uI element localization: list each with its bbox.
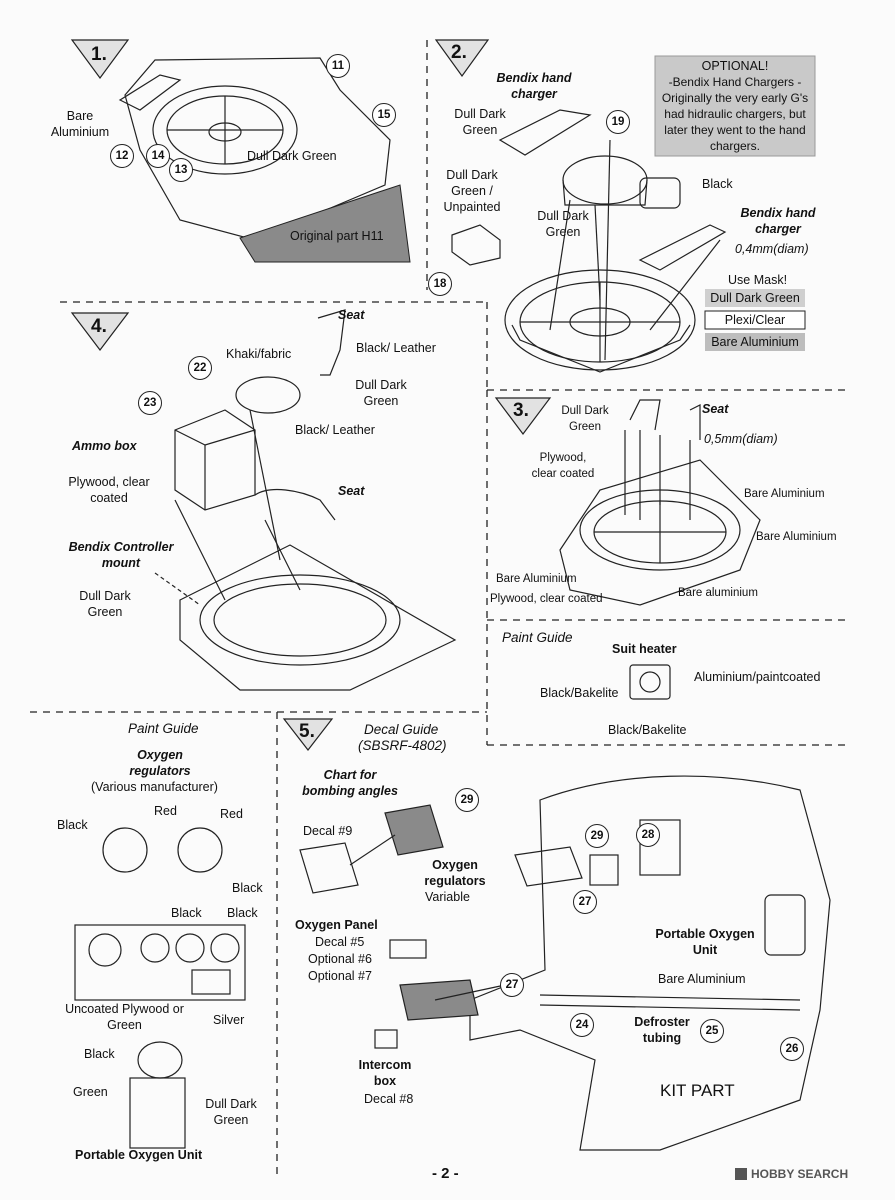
paint-guide-title-oxygen: Paint Guide [128,721,199,736]
callout-25: 25 [700,1019,724,1043]
label-black-leather-1: Black/ Leather [356,341,436,355]
label-oxygen-regulators-5: Oxygen regulators [424,858,486,888]
step-number-5: 5. [299,721,315,742]
callout-23: 23 [138,391,162,415]
label-aluminium-paintcoated: Aluminium/paintcoated [694,670,821,684]
label-seat-2: Seat [338,484,365,498]
optional-title: OPTIONAL! [701,59,769,73]
callout-27b: 27 [500,973,524,997]
label-bare-aluminium-3b: Bare Aluminium [756,531,837,543]
label-decal-ref: (SBSRF-4802) [358,738,447,753]
label-khaki-fabric: Khaki/fabric [226,347,292,361]
label-variable: Variable [425,890,470,904]
label-portable-oxygen-unit-5: Portable Oxygen Unit [655,927,755,957]
label-green: Green [73,1085,108,1099]
label-suit-heater: Suit heater [612,642,677,656]
label-bare-aluminium-3c: Bare Aluminium [496,573,577,585]
step-number-1: 1. [91,44,107,65]
label-dull-dark-green-unpainted: Dull Dark Green / Unpainted [443,168,501,214]
callout-29a: 29 [455,788,479,812]
step-number-4: 4. [91,316,107,337]
callout-15: 15 [372,103,396,127]
label-bare-aluminium: Bare Aluminium [50,109,110,139]
label-decal-5: Decal #5 [315,935,365,949]
label-black-ox-1: Black [57,818,88,832]
label-original-part: Original part H11 [290,229,384,243]
label-dull-dark-green-3: Dull Dark Green [561,405,609,433]
label-plywood-clear-coated-3b: Plywood, clear coated [490,593,603,605]
callout-14: 14 [146,144,170,168]
label-use-mask: Use Mask! [728,273,788,287]
label-bare-aluminium-3a: Bare Aluminium [744,488,825,500]
callout-18: 18 [428,272,452,296]
callout-28: 28 [636,823,660,847]
label-dull-dark-green-ox: Dull Dark Green [205,1097,257,1127]
label-oxygen-panel: Oxygen Panel [295,918,378,932]
label-dull-dark-green: Dull Dark Green [247,149,337,163]
paint-guide-title-suit: Paint Guide [502,630,573,645]
label-oxygen-regulators: Oxygen regulators [129,748,191,778]
label-portable-oxygen-unit: Portable Oxygen Unit [75,1148,203,1162]
label-decal-8: Decal #8 [364,1092,414,1106]
step-number-3: 3. [513,400,529,421]
callout-24: 24 [570,1013,594,1037]
mask-dull-dark-green: Dull Dark Green [710,291,800,305]
label-black-ox-3: Black [171,906,202,920]
optional-note: -Bendix Hand Chargers - Originally the v… [661,75,809,153]
callout-27a: 27 [573,890,597,914]
label-black-bakelite-1: Black/Bakelite [540,686,619,700]
label-seat-3: Seat [702,402,729,416]
label-diameter-05: 0,5mm(diam) [704,432,778,446]
label-dull-dark-green-a: Dull Dark Green [454,107,506,137]
label-silver: Silver [213,1013,245,1027]
callout-12: 12 [110,144,134,168]
callout-11: 11 [326,54,350,78]
label-ammo-box: Ammo box [72,439,137,453]
label-black-ox-4: Black [227,906,258,920]
callout-22: 22 [188,356,212,380]
label-seat-1: Seat [338,308,365,322]
callout-13: 13 [169,158,193,182]
callout-19: 19 [606,110,630,134]
label-black: Black [702,177,733,191]
label-dull-dark-green-b: Dull Dark Green [537,209,589,239]
label-chart-bombing-angles: Chart for bombing angles [302,768,398,798]
label-optional-7: Optional #7 [308,969,372,983]
label-various-manufacturer: (Various manufacturer) [91,780,218,794]
label-decal-guide: Decal Guide [364,722,439,737]
label-plywood-clear-coated-3: Plywood, clear coated [531,452,595,480]
label-decal-9: Decal #9 [303,824,353,838]
label-kit-part: KIT PART [660,1081,735,1100]
label-black-bakelite-2: Black/Bakelite [608,723,687,737]
mask-plexi-clear: Plexi/Clear [724,313,786,327]
watermark: HOBBY SEARCH [751,1167,849,1181]
label-defroster-tubing: Defroster tubing [634,1015,690,1045]
label-bare-aluminium-3d: Bare aluminium [678,587,758,599]
label-red-2: Red [220,807,243,821]
label-dull-dark-green-4: Dull Dark Green [355,378,407,408]
callout-29b: 29 [585,824,609,848]
label-bendix-hand-charger-2: Bendix hand charger [740,206,816,236]
label-red-1: Red [154,804,177,818]
label-bendix-hand-charger: Bendix hand charger [496,71,572,101]
label-black-ox-5: Black [84,1047,115,1061]
label-uncoated-plywood: Uncoated Plywood or Green [65,1002,184,1032]
label-bare-aluminium-5: Bare Aluminium [658,972,746,986]
page-number: - 2 - [432,1165,459,1182]
label-diameter-04: 0,4mm(diam) [735,242,809,256]
callout-26: 26 [780,1037,804,1061]
label-plywood-clear-coated-4: Plywood, clear coated [68,475,150,505]
label-optional-6: Optional #6 [308,952,372,966]
label-bendix-controller-mount: Bendix Controller mount [68,540,174,570]
label-dull-dark-green-4b: Dull Dark Green [79,589,131,619]
label-black-leather-2: Black/ Leather [295,423,375,437]
label-intercom-box: Intercom box [358,1058,412,1088]
step-number-2: 2. [451,42,467,63]
mask-bare-aluminium: Bare Aluminium [711,335,799,349]
label-black-ox-2: Black [232,881,263,895]
